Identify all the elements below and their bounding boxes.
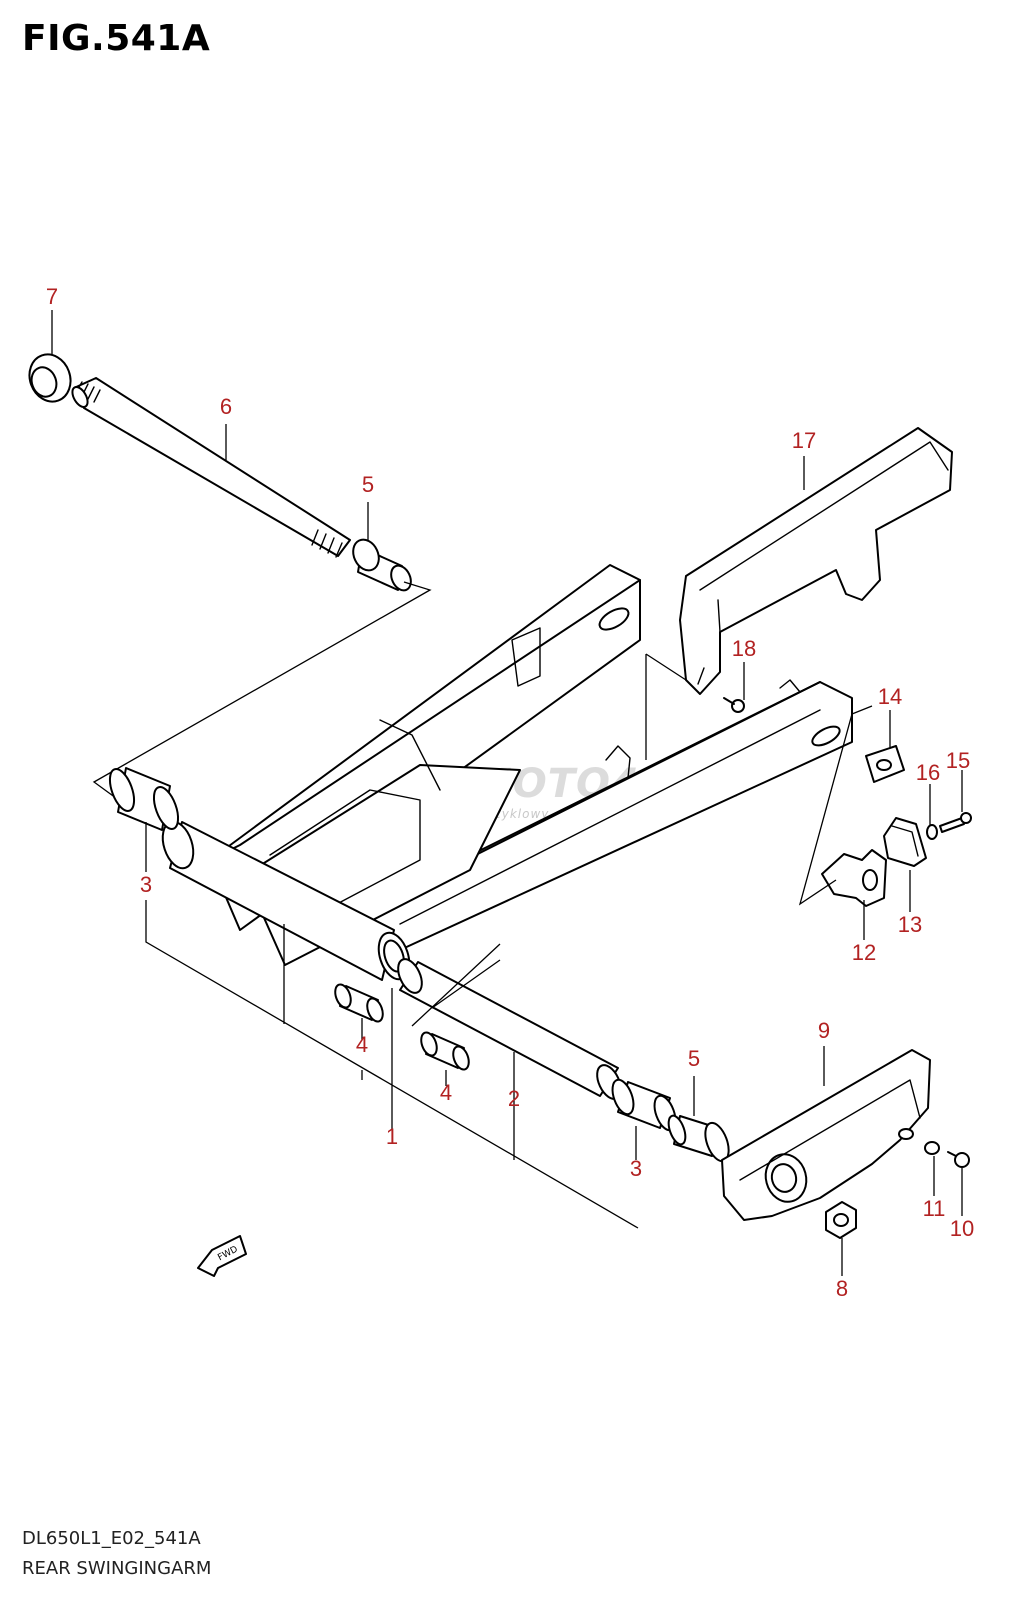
diagram-name: REAR SWINGINGARM xyxy=(22,1558,212,1579)
fwd-arrow-icon: FWD xyxy=(197,1235,247,1277)
callout-9: 9 xyxy=(818,1018,830,1043)
part-16-washer xyxy=(926,824,938,840)
callout-labels: 7 6 5 3 4 4 2 1 3 5 9 17 18 14 15 16 13 … xyxy=(46,284,974,1301)
assembly-line-spacer xyxy=(411,943,501,1027)
assembly-line-adjuster xyxy=(798,705,873,906)
figure-title: FIG.541A xyxy=(22,18,211,59)
part-3-left-bearing xyxy=(108,767,180,831)
callout-10: 10 xyxy=(950,1216,974,1241)
assembly-line-chain-case xyxy=(645,653,687,760)
part-18-screw xyxy=(723,697,745,713)
part-6-pivot-shaft xyxy=(71,377,351,558)
callout-4-right: 4 xyxy=(440,1080,452,1105)
callout-5-lower: 5 xyxy=(688,1046,700,1071)
callout-6: 6 xyxy=(220,394,232,419)
callout-2: 2 xyxy=(508,1086,520,1111)
part-11-collar xyxy=(924,1141,940,1155)
callout-8: 8 xyxy=(836,1276,848,1301)
part-10-bolt xyxy=(947,1151,970,1168)
part-12-block xyxy=(821,849,887,907)
part-2-spacer-tube xyxy=(397,958,622,1100)
part-14-plate xyxy=(865,745,905,783)
callout-18: 18 xyxy=(732,636,756,661)
part-17-chain-case xyxy=(679,427,953,695)
callout-12: 12 xyxy=(852,940,876,965)
callout-3-left: 3 xyxy=(140,872,152,897)
part-8-nut xyxy=(825,1201,857,1239)
part-5-upper-bushing xyxy=(352,538,412,592)
part-7-pivot-nut xyxy=(28,353,72,403)
callout-13: 13 xyxy=(898,912,922,937)
part-9-chain-guard xyxy=(721,1049,931,1221)
callout-7: 7 xyxy=(46,284,58,309)
part-1-swingarm xyxy=(161,564,853,981)
callout-1: 1 xyxy=(386,1124,398,1149)
part-13-adjuster-cover xyxy=(883,817,927,867)
callout-3-right: 3 xyxy=(630,1156,642,1181)
callout-11: 11 xyxy=(923,1196,946,1221)
part-4-needle-bearing-1 xyxy=(334,983,384,1023)
part-15-bolt xyxy=(939,812,972,833)
callout-16: 16 xyxy=(916,760,940,785)
callout-4-left: 4 xyxy=(356,1032,368,1057)
assembly-line-lower xyxy=(145,900,639,1229)
part-4-needle-bearing-2 xyxy=(420,1031,470,1071)
callout-5-upper: 5 xyxy=(362,472,374,497)
callout-leaders xyxy=(51,310,963,1276)
diagram-model-code: DL650L1_E02_541A xyxy=(22,1528,201,1549)
part-5-lower-bushing xyxy=(667,1114,730,1163)
callout-17: 17 xyxy=(792,428,816,453)
callout-14: 14 xyxy=(878,684,902,709)
callout-15: 15 xyxy=(946,748,970,773)
